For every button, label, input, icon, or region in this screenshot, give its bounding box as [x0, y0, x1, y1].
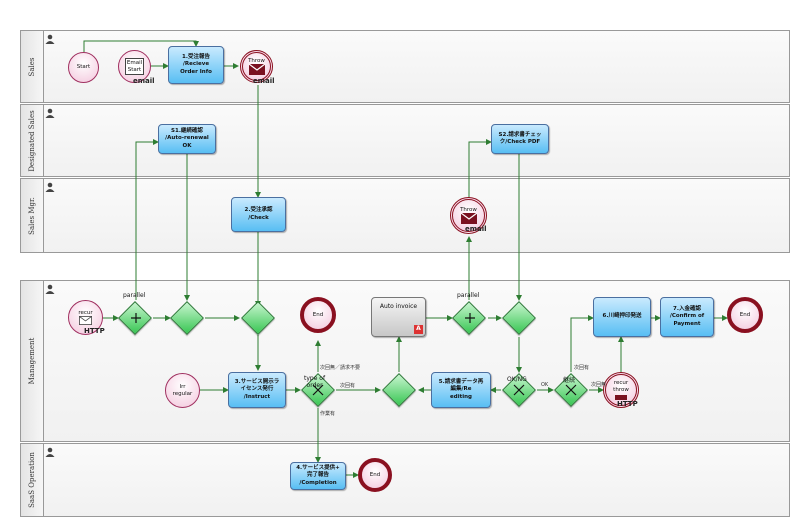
- task-confirm-payment[interactable]: 7.入金確認 /Confirm of Payment: [660, 297, 714, 337]
- person-icon: [45, 34, 55, 44]
- lane-saas-operation: SaaS Operation: [20, 443, 790, 517]
- http-label: HTTP: [617, 400, 638, 408]
- envelope-icon: [460, 213, 477, 225]
- http-label: HTTP: [84, 327, 105, 335]
- lane-designated-sales: Designated Sales: [20, 104, 790, 177]
- email-label: email: [465, 225, 487, 233]
- end-event-top: End: [300, 297, 336, 333]
- x-icon: [513, 384, 525, 396]
- email-start-label: Email Start: [124, 57, 145, 76]
- task-stamp-send[interactable]: 6.川崎押印発送: [593, 297, 651, 337]
- task-receive-order[interactable]: 1.受注報告 /Recieve Order Info: [168, 46, 224, 84]
- task-instruct[interactable]: 3.サービス開示ラ イセンス発行 /Instruct: [228, 372, 286, 408]
- throw-label: Throw: [460, 206, 477, 213]
- throw-label: Throw: [248, 57, 265, 64]
- task-completion[interactable]: 4.サービス提供+ 完了報告 /Completion: [290, 462, 346, 490]
- task-auto-renewal[interactable]: S1.継続確認 /Auto-renewal OK: [158, 124, 216, 154]
- flow-label-work: 作業有: [320, 411, 336, 417]
- flow-label-no-next-2: 次回無: [591, 382, 607, 388]
- end-event-right: End: [727, 297, 763, 333]
- x-icon: [565, 384, 577, 396]
- flow-label-ok: OK: [541, 382, 549, 388]
- recur-label: recur: [78, 309, 93, 316]
- ok-ng-label: OK/NG: [507, 376, 527, 383]
- end-event-bottom: End: [358, 458, 392, 492]
- lane-sales-mgr: Sales Mgr.: [20, 178, 790, 253]
- task-auto-invoice[interactable]: Auto invoice A: [371, 297, 426, 337]
- person-icon: [45, 284, 55, 294]
- auto-invoice-label: Auto invoice: [379, 303, 418, 310]
- pdf-icon: A: [414, 325, 423, 334]
- timer-start-event: recur: [68, 300, 103, 335]
- plus-icon: [131, 313, 141, 323]
- task-check-pdf[interactable]: S2.請求書チェッ ク/Check PDF: [491, 124, 549, 154]
- plus-icon: [465, 313, 475, 323]
- parallel-label: parallel: [123, 292, 146, 299]
- irregular-start-event: Irr regular: [165, 373, 200, 408]
- throw-event: Throw: [240, 50, 273, 83]
- flow-label-next: 次回有: [340, 383, 356, 389]
- task-order-approval[interactable]: 2.受注承認 /Check: [231, 197, 286, 232]
- envelope-icon: [248, 64, 265, 76]
- x-icon: [312, 384, 324, 396]
- start-event: Start: [68, 52, 99, 83]
- mail-icon: [615, 394, 627, 400]
- continue-label: 継続: [563, 377, 576, 384]
- flow-label-no-next: 次回無／請求不要: [320, 365, 361, 371]
- person-icon: [45, 108, 55, 118]
- email-start-event: Email Start: [118, 50, 151, 83]
- recur-throw-label: recur throw: [613, 380, 629, 393]
- throw-event-2: Throw: [450, 197, 487, 234]
- task-reediting[interactable]: 5.請求書データ再 編集/Re editing: [431, 372, 491, 408]
- person-icon: [45, 182, 55, 192]
- type-of-order-label: type of order: [304, 375, 326, 389]
- envelope-icon: [79, 316, 92, 326]
- person-icon: [45, 447, 55, 457]
- email-label: email: [253, 77, 275, 85]
- email-label: email: [133, 77, 155, 85]
- recur-throw-event: recur throw: [603, 372, 639, 408]
- parallel-label: parallel: [457, 292, 480, 299]
- flow-label-next-2: 次回有: [574, 365, 590, 371]
